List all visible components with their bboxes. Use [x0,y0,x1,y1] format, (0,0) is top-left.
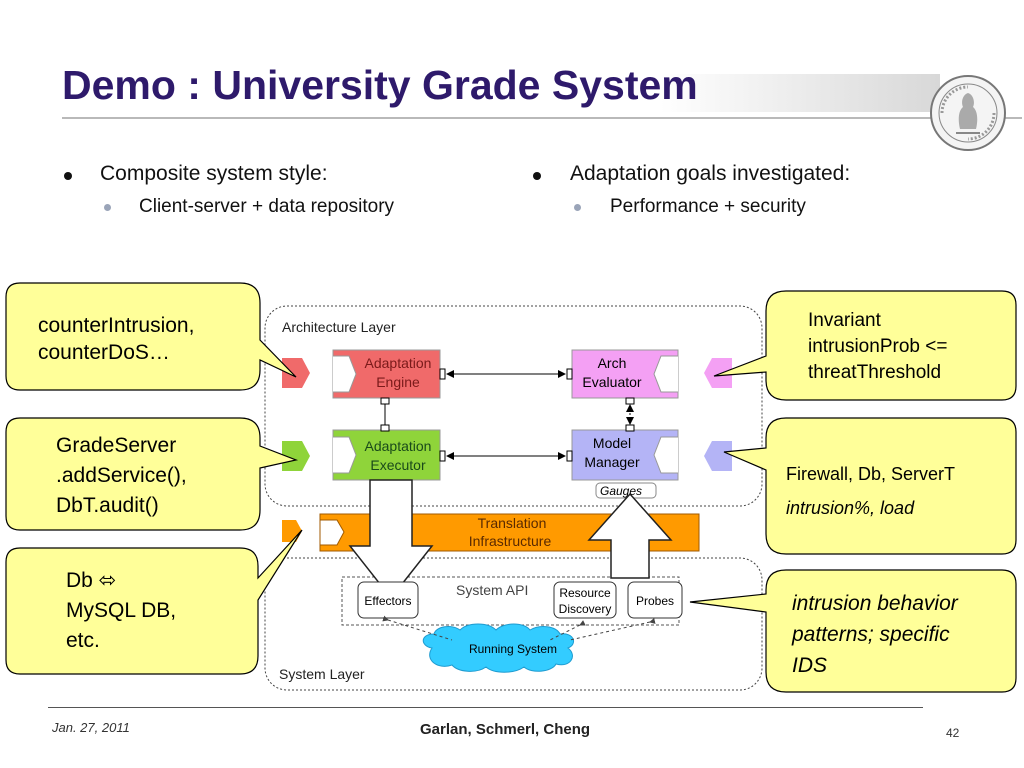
callout-text-line: MySQL DB, [66,599,177,622]
callout-top-left [5,282,297,391]
callout-text-line: intrusionProb <= [808,336,948,357]
gauges-label: Gauges [600,484,642,498]
footer-divider [48,707,923,708]
callout-bottom-right-text: intrusion behavior patterns; specific ID… [792,588,958,681]
bullet-adaptation-goals: Adaptation goals investigated: [570,162,851,185]
translation-port [319,519,345,546]
manager-port-marker [704,441,732,471]
translation-port-marker [282,520,302,542]
callout-text-line: IDS [792,654,828,677]
probes-label: Probes [636,594,674,608]
gauge-up-arrow [587,492,673,579]
running-system-cloud [422,623,575,673]
callout-text-line: DbT.audit() [56,494,159,517]
callout-middle-left-text: GradeServer .addService(), DbT.audit() [56,431,187,521]
callout-text-line: Invariant [808,310,881,331]
adaptation-engine-label-1: Adaptation [365,355,432,371]
translation-label-2: Infrastructure [469,533,552,549]
arch-evaluator-label-2: Evaluator [582,374,641,390]
callout-middle-right [723,417,1017,555]
running-system-label: Running System [469,642,557,656]
adaptation-executor-label-1: Adaptation [365,438,432,454]
bullet-composite-style: Composite system style: [100,162,328,185]
callout-text-line: GradeServer [56,434,177,457]
arch-evaluator-box: Arch Evaluator [566,349,679,405]
slide-number: 42 [946,726,960,740]
callout-top-left-text: counterIntrusion, counterDoS… [38,312,194,366]
footer-date: Jan. 27, 2011 [52,720,130,735]
evaluator-port-marker [704,358,732,388]
sub-bullet-client-server: Client-server + data repository [139,196,395,217]
callout-bottom-left-text: Db ⬄ MySQL DB, etc. [66,566,176,656]
architecture-layer-frame [264,305,763,507]
callout-bottom-right [689,569,1017,693]
callout-text-line: intrusion%, load [786,498,915,518]
university-seal-logo [930,75,1006,151]
callout-text-line: .addService(), [56,464,187,487]
effectors-label: Effectors [364,594,411,608]
bullet-dot [64,172,72,180]
system-layer-label: System Layer [279,666,365,682]
executor-port-marker [282,441,310,471]
sub-bullet-dot [104,204,111,211]
system-api-label: System API [456,582,528,598]
adaptation-engine-box: Adaptation Engine [332,349,446,405]
model-manager-box: Model Manager [566,424,679,481]
system-layer-frame [264,557,763,691]
model-manager-label-2: Manager [584,454,640,470]
resource-discovery-box [553,581,617,619]
adaptation-engine-label-2: Engine [376,374,420,390]
callout-text-line: patterns; specific [792,623,950,646]
probes-cloud-link [569,617,656,641]
sub-bullet-performance-security: Performance + security [610,196,806,217]
callout-bottom-left [5,529,303,675]
callout-middle-right-text: Firewall, Db, ServerT intrusion%, load [786,457,955,525]
resource-discovery-label-1: Resource [559,586,611,600]
effector-down-arrow [348,479,434,600]
bullet-dot [533,172,541,180]
callout-text-line: threatThreshold [808,362,942,383]
engine-port-marker [282,358,310,388]
sub-bullet-dot [574,204,581,211]
callout-top-right-text: Invariant intrusionProb <= threatThresho… [808,308,947,386]
title-decoration [660,74,940,112]
model-manager-label-1: Model [593,435,631,451]
callout-middle-left [5,417,299,531]
adaptation-executor-box: Adaptation Executor [332,424,446,481]
callout-text-line: counterDoS… [38,341,170,364]
arch-evaluator-label-1: Arch [598,355,627,371]
callout-text-line: counterIntrusion, [38,314,195,337]
title-divider [62,117,1022,119]
callout-text-line: Db ⬄ [66,569,117,592]
resource-discovery-label-2: Discovery [559,602,612,616]
adaptation-executor-label-2: Executor [370,457,426,473]
architecture-layer-label: Architecture Layer [282,319,396,335]
translation-label-1: Translation [478,515,547,531]
page-title: Demo : University Grade System [62,62,698,108]
callout-text-line: etc. [66,629,100,652]
callout-top-right [713,290,1017,401]
effectors-cloud-link [382,615,453,641]
callout-text-line: Firewall, Db, ServerT [786,464,956,484]
footer-authors: Garlan, Schmerl, Cheng [420,721,591,738]
callout-text-line: intrusion behavior [792,592,958,615]
